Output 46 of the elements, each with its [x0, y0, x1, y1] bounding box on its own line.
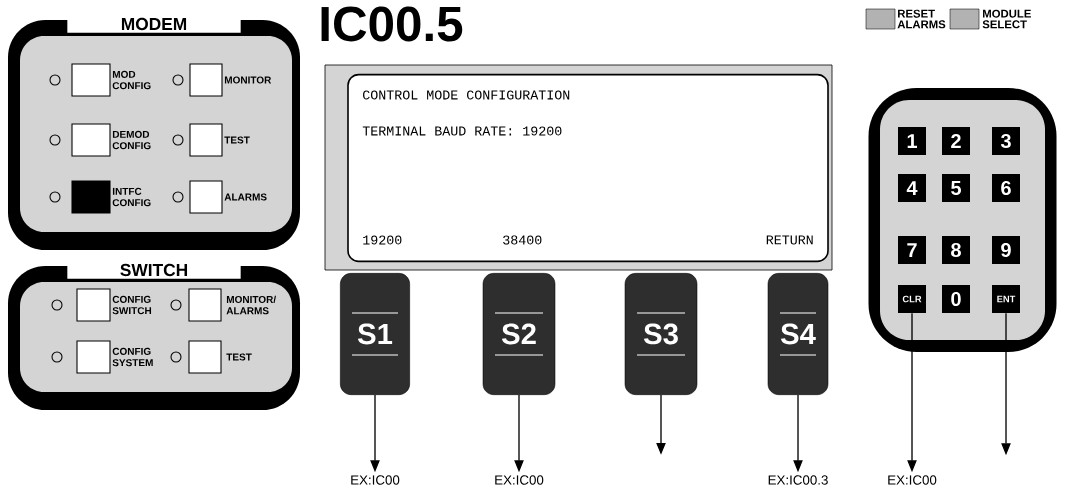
node-label: MONITOR/ ALARMS — [226, 295, 276, 315]
node-label: MODULE SELECT — [982, 9, 1031, 29]
keypad-key: 2 — [942, 127, 970, 155]
push-button: CONFIG SYSTEM — [51, 340, 153, 374]
push-button: MONITOR/ ALARMS — [170, 288, 276, 322]
soft-key: S4 — [767, 273, 829, 395]
keypad-key: 6 — [992, 174, 1020, 202]
title: IC00.5 — [321, 6, 463, 42]
node-label: CONFIG SWITCH — [112, 295, 152, 315]
panel-key: RESET ALARMS — [865, 8, 946, 30]
push-button: DEMOD CONFIG — [49, 123, 151, 157]
soft-key: S2 — [482, 273, 556, 395]
keypad-key: 8 — [942, 236, 970, 264]
node-label: DEMOD CONFIG — [112, 130, 151, 150]
push-button: ALARMS — [172, 180, 267, 214]
target-label: EX:IC00 — [351, 475, 400, 485]
keypad-key: 3 — [992, 127, 1020, 155]
keypad-key: 1 — [898, 127, 926, 155]
push-button: MOD CONFIG — [49, 63, 151, 97]
node-label: RESET ALARMS — [897, 9, 946, 29]
target-label: EX:IC00.3 — [768, 475, 828, 485]
keypad-key: 5 — [942, 174, 970, 202]
node-label: ALARMS — [224, 193, 267, 201]
push-button: MONITOR — [172, 63, 272, 97]
node-label: INTFC CONFIG — [112, 187, 151, 207]
display-screen: CONTROL MODE CONFIGURATION TERMINAL BAUD RATE: 19200 19200 38400 RETURN — [324, 64, 833, 271]
node-label: MOD CONFIG — [112, 70, 151, 90]
soft-key: S3 — [624, 273, 698, 395]
push-button: TEST — [170, 340, 252, 374]
soft-key: S1 — [340, 273, 410, 395]
keypad-key: 4 — [898, 174, 926, 202]
keypad-key: ENT — [992, 285, 1020, 313]
target-label: EX:IC00 — [888, 475, 937, 485]
node-label: TEST — [224, 136, 250, 144]
node-label: MONITOR — [224, 76, 272, 84]
push-button: TEST — [172, 123, 250, 157]
push-button: INTFC CONFIG — [49, 180, 151, 214]
node-label: CONFIG SYSTEM — [112, 347, 153, 367]
keypad-key: 9 — [992, 236, 1020, 264]
keypad-key: 7 — [898, 236, 926, 264]
keypad-key: 0 — [942, 285, 970, 313]
keypad-key: CLR — [898, 285, 926, 313]
target-label: EX:IC00 — [495, 475, 544, 485]
panel-key: MODULE SELECT — [949, 8, 1031, 30]
node-label: TEST — [226, 353, 252, 361]
push-button: CONFIG SWITCH — [51, 288, 152, 322]
